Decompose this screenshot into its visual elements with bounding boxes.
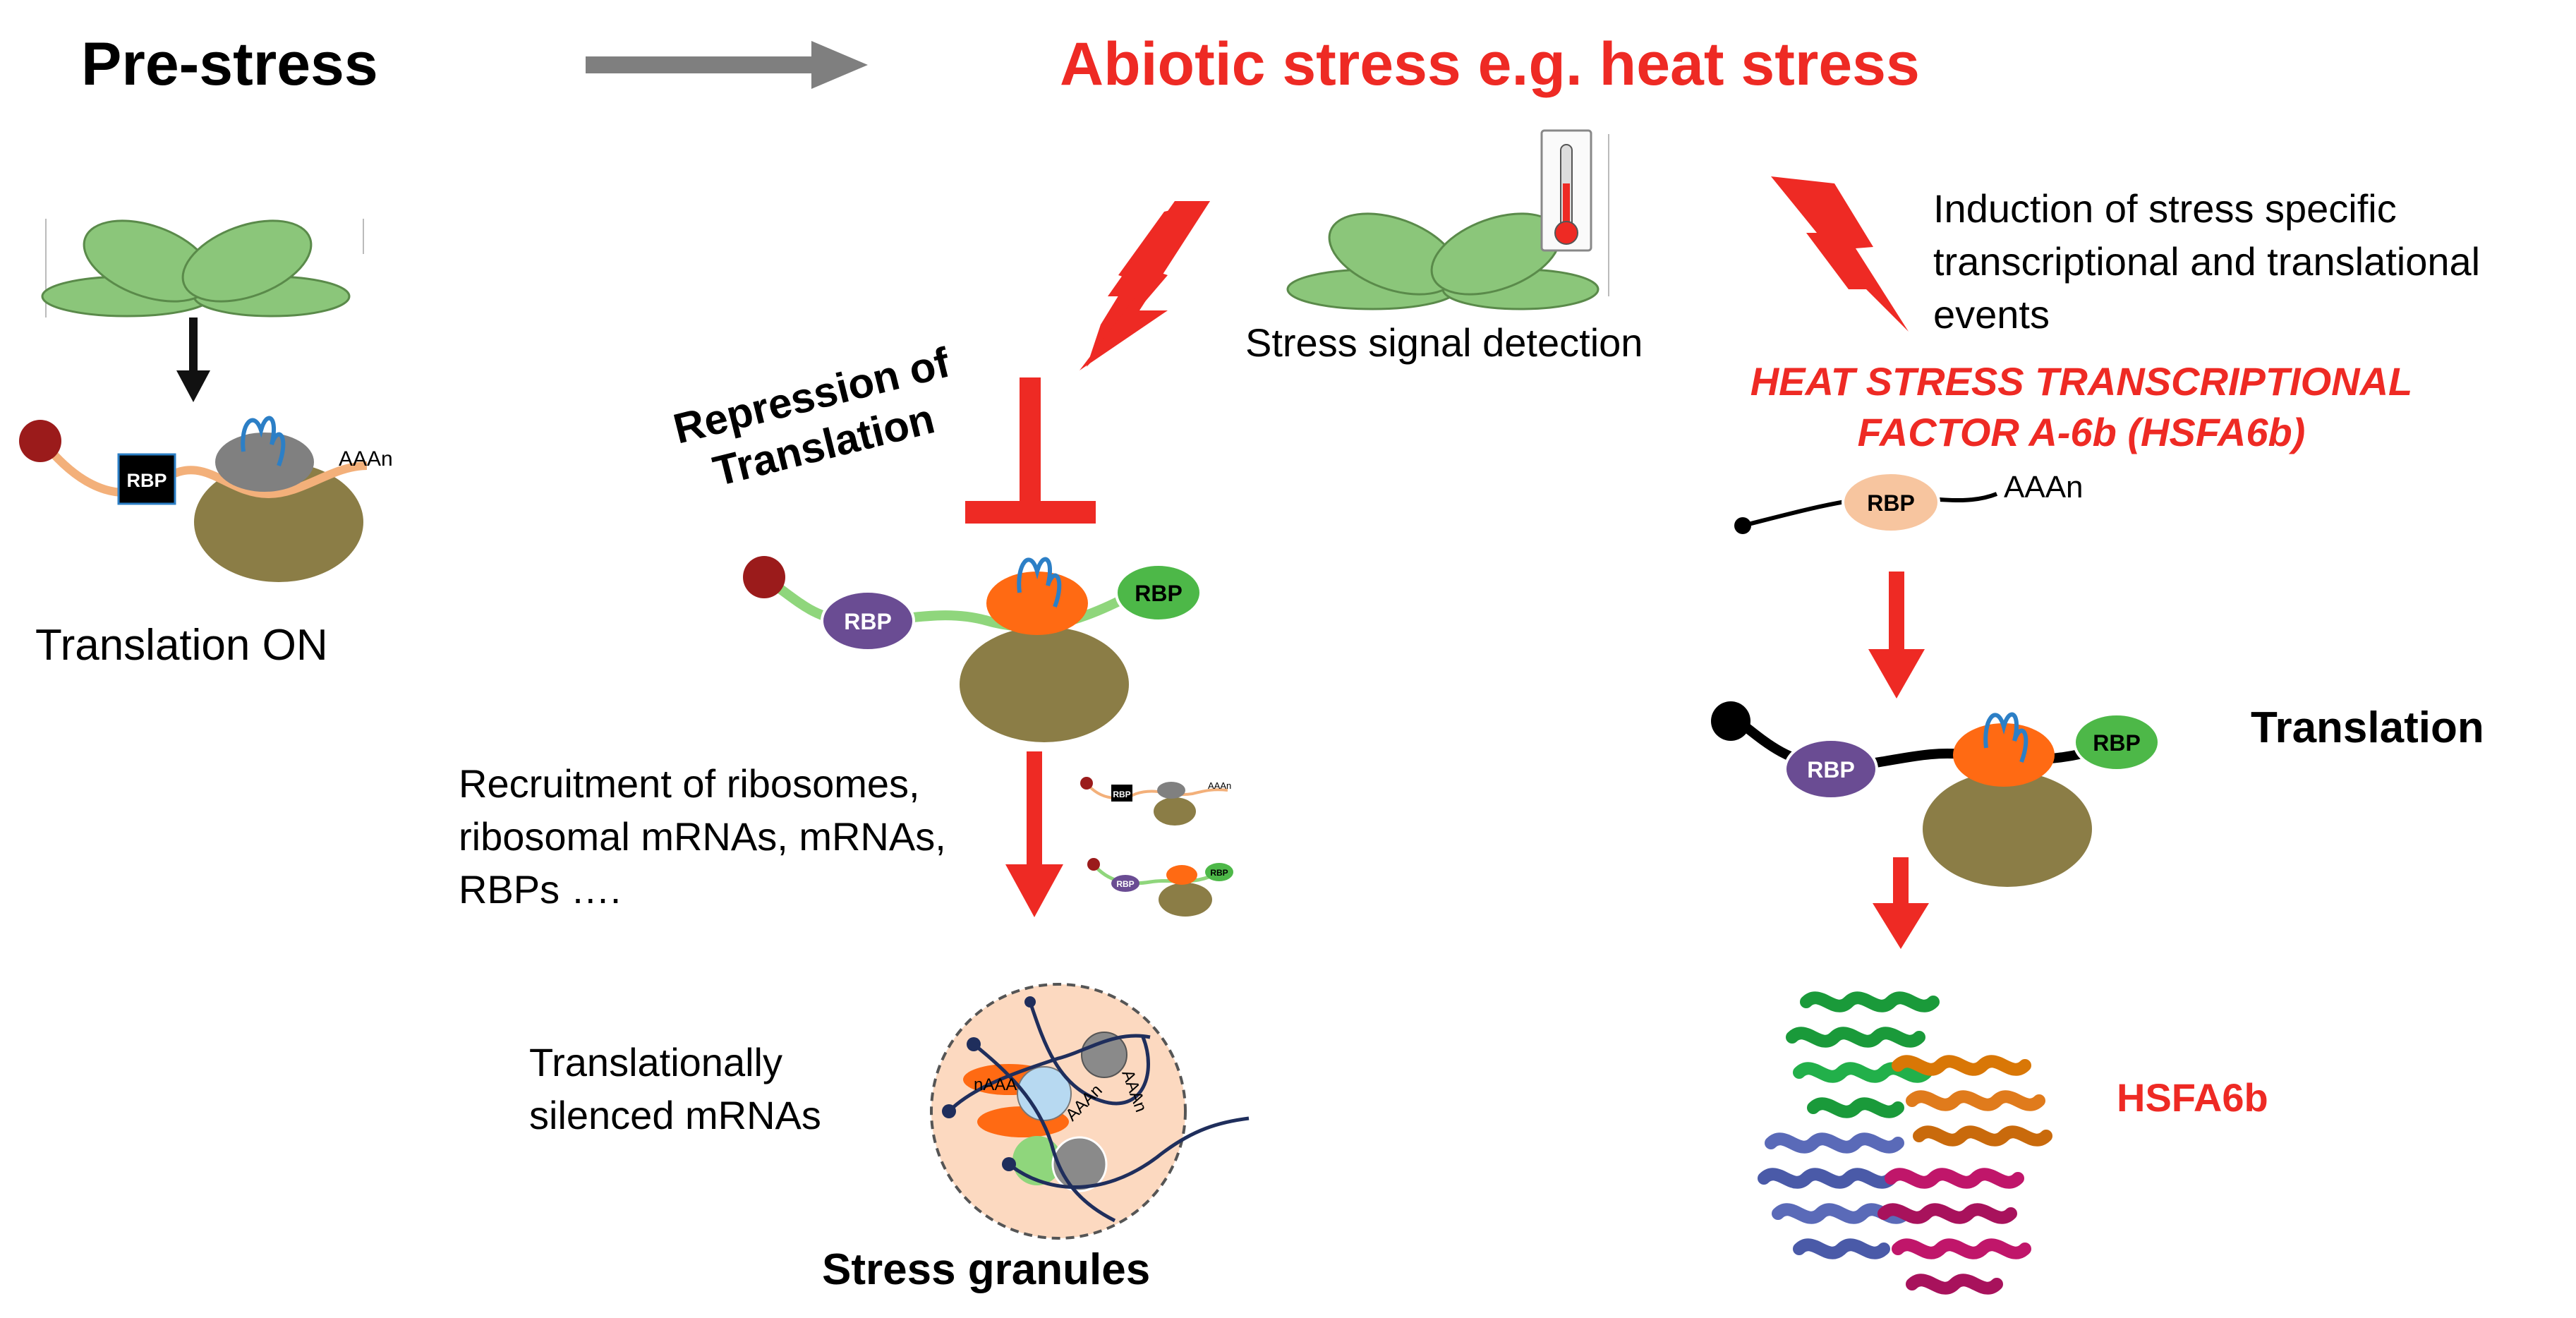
title-abiotic-stress: Abiotic stress e.g. heat stress xyxy=(1060,30,1920,98)
ribosome-repressed: RBP RBP xyxy=(743,556,1202,742)
ribosome-translating-left: RBP AAAn xyxy=(19,416,393,582)
stress-granule: nAAA AAAn AAAn xyxy=(930,983,1250,1240)
rbp-label-left: RBP xyxy=(126,470,167,491)
mini-rbp-label-b: RBP xyxy=(1116,879,1134,889)
stress-signal-label: Stress signal detection xyxy=(1245,320,1643,365)
stress-granules-label: Stress granules xyxy=(822,1245,1150,1294)
thermometer-icon xyxy=(1540,129,1609,296)
induction-line2: transcriptional and translational xyxy=(1933,239,2480,284)
mini-polya-label: AAAn xyxy=(1208,780,1231,791)
mini-ribosome-gray: RBP AAAn xyxy=(1080,777,1231,826)
recruit-line3: RBPs …. xyxy=(459,867,621,912)
plant-center xyxy=(1286,212,1600,310)
recruit-line2: ribosomal mRNAs, mRNAs, xyxy=(459,814,946,859)
silenced-line2: silenced mRNAs xyxy=(529,1093,821,1137)
silenced-line1: Translationally xyxy=(529,1040,782,1084)
induction-line3: events xyxy=(1933,292,2050,337)
plant-left xyxy=(41,219,364,318)
recruit-line1: Recruitment of ribosomes, xyxy=(459,761,920,806)
lightning-bolt-right xyxy=(1771,176,1909,332)
title-pre-stress: Pre-stress xyxy=(81,30,378,98)
rbp-label-green-center: RBP xyxy=(1135,581,1183,606)
induction-line1: Induction of stress specific xyxy=(1933,186,2397,231)
mrna-rbp-right: RBP AAAn xyxy=(1734,470,2084,534)
red-down-arrow-center xyxy=(1005,751,1063,917)
rbp-label-peach: RBP xyxy=(1867,490,1915,516)
rbp-label-purple-center: RBP xyxy=(844,609,892,634)
rbp-label-purple-right: RBP xyxy=(1807,757,1855,782)
black-down-arrow xyxy=(176,318,210,402)
progress-arrow xyxy=(586,41,868,89)
factor-line2: FACTOR A-6b (HSFA6b) xyxy=(1858,410,2306,454)
repression-label: Repression of Translation xyxy=(669,339,955,495)
red-down-arrow-right-2 xyxy=(1873,857,1929,949)
mini-ribosome-orange: RBP RBP xyxy=(1087,858,1233,917)
rbp-label-green-right: RBP xyxy=(2093,730,2141,756)
hsfa6b-protein-structure xyxy=(1758,991,2052,1295)
hsfa6b-label: HSFA6b xyxy=(2117,1075,2268,1120)
translation-label-right: Translation xyxy=(2251,703,2484,752)
ribosome-translating-right: RBP RBP xyxy=(1711,701,2160,887)
inhibition-symbol xyxy=(965,377,1096,524)
granule-polya-a: nAAA xyxy=(974,1075,1017,1094)
mini-rbp-label-c: RBP xyxy=(1210,868,1228,878)
polya-label-right: AAAn xyxy=(2004,470,2084,504)
polya-label-left: AAAn xyxy=(339,447,393,471)
mini-rbp-label-a: RBP xyxy=(1113,790,1130,799)
red-down-arrow-right-1 xyxy=(1868,572,1925,699)
factor-line1: HEAT STRESS TRANSCRIPTIONAL xyxy=(1750,359,2413,404)
lightning-bolt-center-fill xyxy=(1080,201,1210,370)
translation-on-label: Translation ON xyxy=(35,621,328,670)
